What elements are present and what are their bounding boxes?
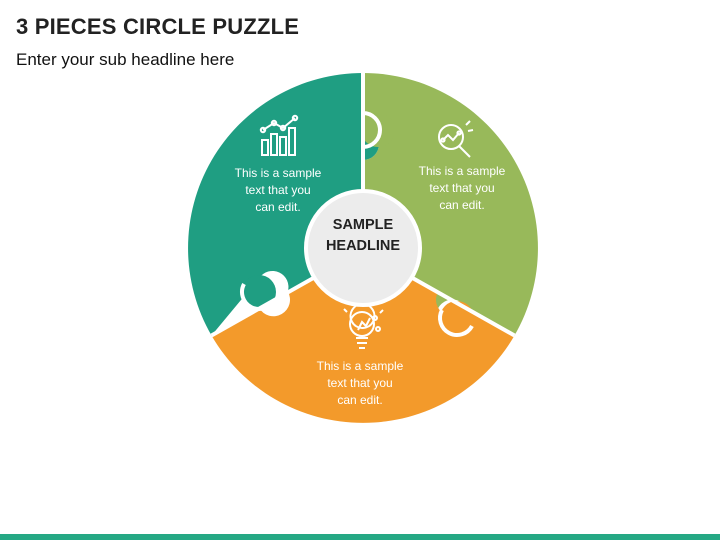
piece-text-line: can edit. <box>439 198 485 212</box>
center-headline-line2: HEADLINE <box>325 238 401 254</box>
piece-text-line: text that you <box>429 181 495 195</box>
growth-chart-icon <box>259 114 299 156</box>
magnifier-analysis-icon <box>438 120 474 158</box>
puzzle-piece-teal[interactable] <box>188 73 379 336</box>
piece-text-line: text that you <box>245 183 311 197</box>
piece-text-line: This is a sample <box>316 359 404 373</box>
accent-bar <box>0 534 720 540</box>
piece-text-line: can edit. <box>337 393 383 407</box>
knob-teal-bottom <box>242 275 276 309</box>
slide-subtitle: Enter your sub headline here <box>16 50 235 69</box>
idea-bulb-circuit-icon <box>343 303 384 349</box>
piece-text-orange: This is a sample text that you can edit. <box>290 358 430 409</box>
piece-text-line: can edit. <box>255 200 301 214</box>
slide-title: 3 PIECES CIRCLE PUZZLE <box>16 14 300 39</box>
piece-text-line: This is a sample <box>418 164 506 178</box>
piece-text-line: text that you <box>327 376 393 390</box>
center-headline: SAMPLE HEADLINE <box>305 215 421 257</box>
center-headline-line1: SAMPLE <box>332 217 394 233</box>
piece-text-green: This is a sample text that you can edit. <box>392 163 532 214</box>
piece-text-teal: This is a sample text that you can edit. <box>208 165 348 216</box>
piece-text-line: This is a sample <box>234 166 322 180</box>
